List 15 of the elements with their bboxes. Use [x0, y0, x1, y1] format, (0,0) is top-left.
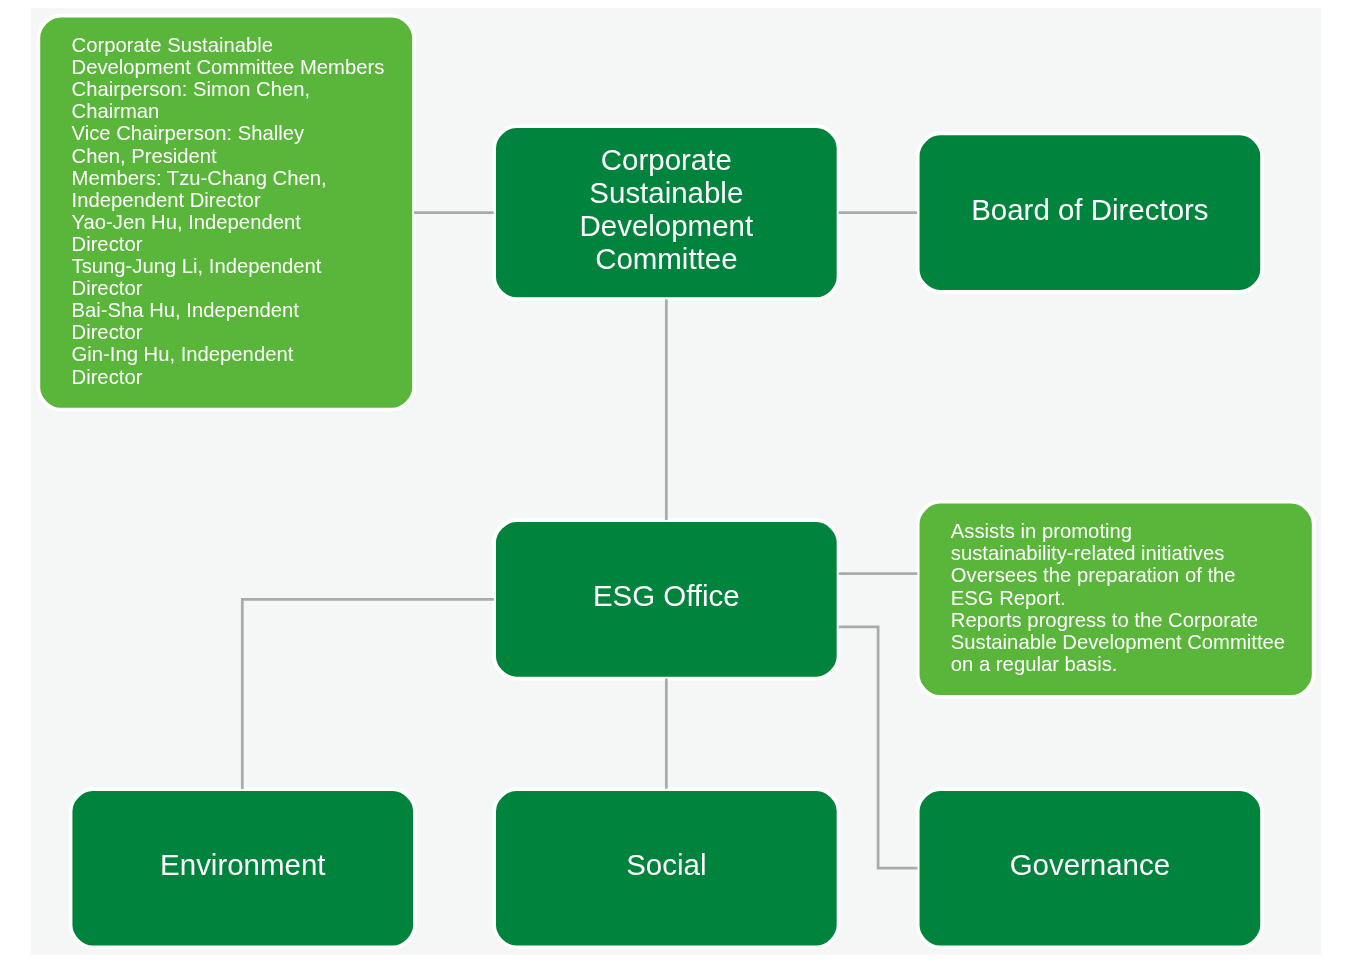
node-box: Governance: [915, 787, 1264, 950]
connector: [664, 299, 668, 521]
connector: [838, 625, 918, 870]
connector: [240, 598, 494, 789]
connector: [838, 211, 918, 214]
node-box: ESG Office: [492, 518, 841, 681]
node-box: Environment: [68, 787, 417, 950]
node-box: Corporate Sustainable Development Committee: [492, 124, 841, 302]
connector: [664, 678, 668, 789]
connector: [414, 211, 494, 214]
node-box: Social: [492, 787, 841, 950]
node-box: Board of Directors: [915, 131, 1264, 294]
node-box: Assists in promoting sustainability-related initiatives Oversees the preparation of the ESG Report. Reports progress to the Corporate Sustainable Development Committee on a regular basis.: [915, 499, 1316, 699]
node-box: Corporate Sustainable Development Committee Members Chairperson: Simon Chen, Chairman Vice Chairperson: Shalley Chen, President Members: Tzu-Chang Chen, Independent Director Yao-Jen Hu, Independent Director Tsung-Jung Li, Independent Director Bai-Sha Hu, Independent Director Gin-Ing Hu, Independent Director: [36, 13, 416, 412]
connector: [838, 572, 918, 575]
